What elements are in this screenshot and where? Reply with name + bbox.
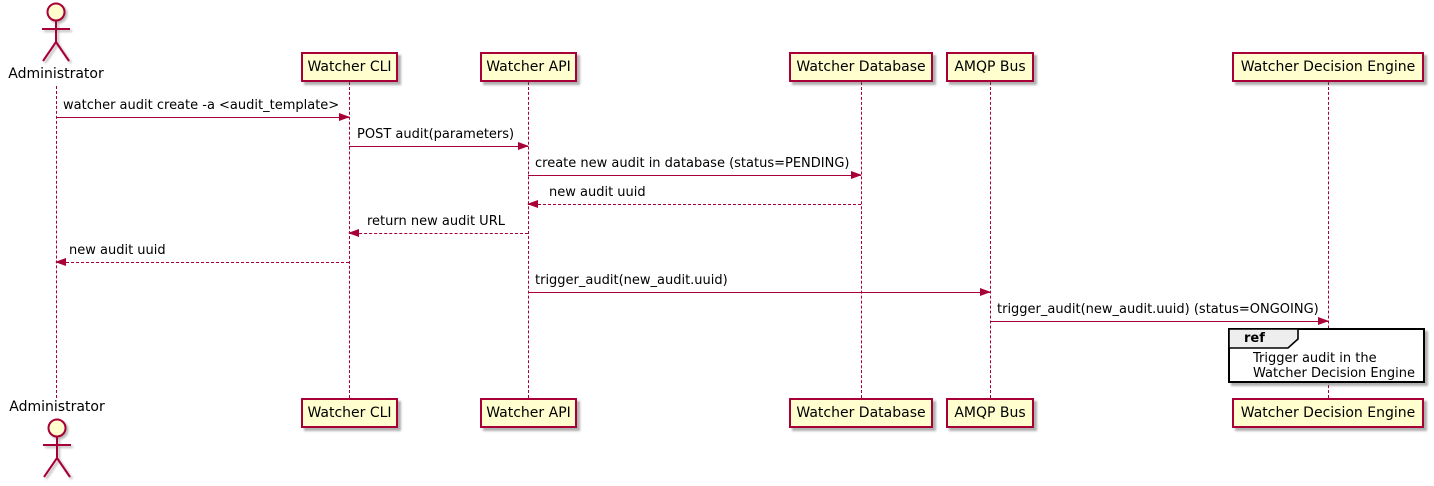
message-line	[55, 258, 349, 266]
ref-tag-icon	[1228, 328, 1299, 349]
arrowhead-right-icon	[851, 171, 862, 179]
participant-bottom-watcher-cli: Watcher CLI	[301, 398, 398, 428]
participant-bottom-amqp-bus: AMQP Bus	[946, 398, 1034, 428]
ref-fragment: ref Trigger audit in the Watcher Decisio…	[1228, 328, 1425, 383]
participant-top-watcher-database: Watcher Database	[789, 52, 933, 82]
participant-label: Watcher Decision Engine	[1240, 405, 1416, 421]
message-label: trigger_audit(new_audit.uuid) (status=ON…	[997, 302, 1319, 317]
participant-top-watcher-decision-engine: Watcher Decision Engine	[1232, 52, 1424, 82]
participant-label: Watcher CLI	[307, 405, 392, 421]
lifeline-watcher-decision-engine	[1328, 82, 1329, 398]
actor-icon	[43, 418, 71, 478]
arrowhead-right-icon	[339, 113, 350, 121]
participant-top-administrator: Administrator	[8, 66, 104, 82]
message-line	[528, 288, 991, 296]
arrowhead-right-icon	[1318, 317, 1329, 325]
message-new-audit-uuid-return-admin: new audit uuid	[55, 243, 349, 266]
lifeline-watcher-cli	[349, 82, 350, 398]
message-label: trigger_audit(new_audit.uuid)	[535, 273, 728, 288]
participant-bottom-watcher-database: Watcher Database	[789, 398, 933, 428]
participant-label: AMQP Bus	[954, 59, 1026, 75]
lifeline-amqp-bus	[990, 82, 991, 398]
participant-bottom-administrator: Administrator	[9, 399, 105, 415]
message-label: new audit uuid	[549, 185, 646, 200]
message-audit-create: watcher audit create -a <audit_template>	[56, 98, 350, 121]
actor-icon	[42, 2, 70, 62]
participant-label: Watcher Database	[796, 59, 926, 75]
lifeline-administrator	[56, 86, 57, 398]
arrowhead-left-icon	[527, 200, 538, 208]
message-line	[527, 200, 861, 208]
ref-keyword: ref	[1244, 331, 1265, 346]
arrowhead-left-icon	[348, 229, 359, 237]
participant-label: Watcher API	[486, 59, 571, 75]
message-create-audit-db: create new audit in database (status=PEN…	[528, 156, 862, 179]
message-line	[528, 171, 862, 179]
ref-text-line2: Watcher Decision Engine	[1253, 366, 1415, 381]
arrowhead-right-icon	[980, 288, 991, 296]
ref-text-line1: Trigger audit in the	[1253, 351, 1377, 366]
participant-bottom-watcher-decision-engine: Watcher Decision Engine	[1232, 398, 1424, 428]
message-label: new audit uuid	[69, 243, 166, 258]
message-post-audit: POST audit(parameters)	[349, 127, 529, 150]
message-line	[348, 229, 528, 237]
participant-top-amqp-bus: AMQP Bus	[946, 52, 1034, 82]
message-label: create new audit in database (status=PEN…	[535, 156, 850, 171]
lifeline-watcher-database	[861, 82, 862, 398]
message-label: watcher audit create -a <audit_template>	[63, 98, 340, 113]
participant-label: Watcher API	[486, 405, 571, 421]
message-trigger-audit-ongoing: trigger_audit(new_audit.uuid) (status=ON…	[990, 302, 1329, 325]
participant-top-watcher-api: Watcher API	[480, 52, 577, 82]
message-return-audit-url: return new audit URL	[348, 214, 528, 237]
participant-bottom-watcher-api: Watcher API	[480, 398, 577, 428]
participant-label: Watcher Decision Engine	[1240, 59, 1416, 75]
participant-label: Watcher Database	[796, 405, 926, 421]
arrowhead-right-icon	[518, 142, 529, 150]
message-label: POST audit(parameters)	[357, 127, 515, 142]
message-line	[990, 317, 1329, 325]
arrowhead-left-icon	[55, 258, 66, 266]
message-line	[56, 113, 350, 121]
ref-text: Trigger audit in the Watcher Decision En…	[1230, 330, 1423, 381]
message-trigger-audit: trigger_audit(new_audit.uuid)	[528, 273, 991, 296]
message-new-audit-uuid-return-api: new audit uuid	[527, 185, 861, 208]
participant-top-watcher-cli: Watcher CLI	[301, 52, 398, 82]
participant-label: Watcher CLI	[307, 59, 392, 75]
participant-label: AMQP Bus	[954, 405, 1026, 421]
message-label: return new audit URL	[367, 214, 505, 229]
message-line	[349, 142, 529, 150]
lifeline-watcher-api	[528, 82, 529, 398]
